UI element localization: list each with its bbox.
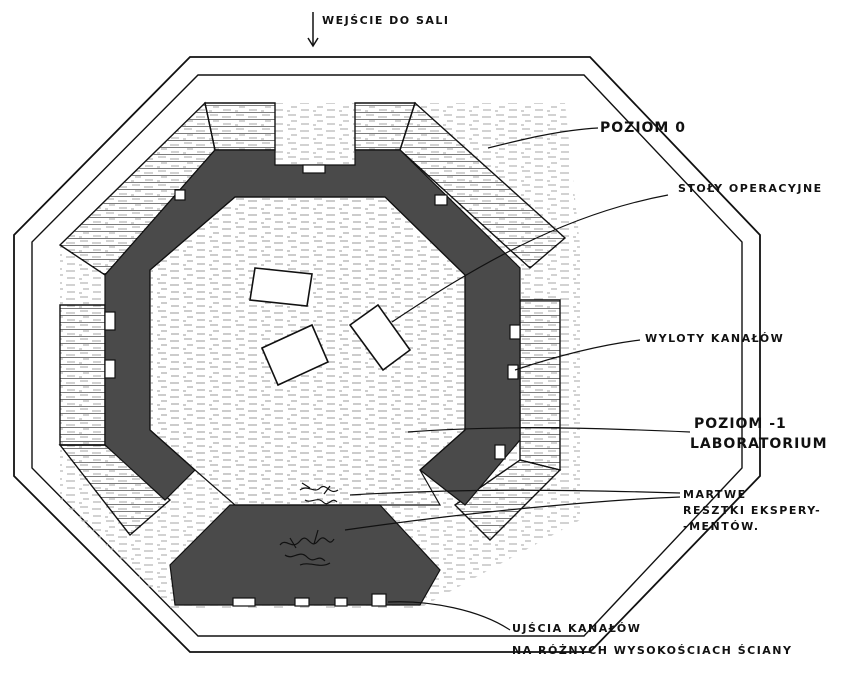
operating-table xyxy=(260,323,330,387)
operating-tables xyxy=(249,267,412,387)
entrance-arrow xyxy=(307,12,319,48)
stepped-edges xyxy=(58,101,567,541)
label-channel-outlets: WYLOTY KANAŁÓW xyxy=(645,332,784,345)
label-remains-line1: MARTWE xyxy=(683,488,747,501)
label-channel-exits-line1: UJŚCIA KANAŁÓW xyxy=(512,622,641,635)
label-operating-tables: STOŁY OPERACYJNE xyxy=(678,182,823,195)
channel-outlets xyxy=(104,164,521,460)
operating-table xyxy=(348,303,412,372)
label-level-minus-1: POZIOM -1 xyxy=(694,416,787,432)
channel-exits xyxy=(232,593,387,607)
label-channel-exits-line2: NA RÓŻNYCH WYSOKOŚCIACH ŚCIANY xyxy=(512,643,792,657)
label-remains-line2: RESZTKI EKSPERY- xyxy=(683,504,821,517)
operating-table xyxy=(249,267,313,307)
label-remains-line3: -MENTÓW. xyxy=(683,520,760,533)
label-level-0: POZIOM 0 xyxy=(600,120,686,136)
leader-lines xyxy=(344,127,691,631)
label-laboratory: LABORATORIUM xyxy=(690,436,828,452)
experiment-remains-sketch xyxy=(279,482,339,566)
label-entrance: WEJŚCIE DO SALI xyxy=(322,14,450,27)
inner-wall-line xyxy=(31,74,743,637)
